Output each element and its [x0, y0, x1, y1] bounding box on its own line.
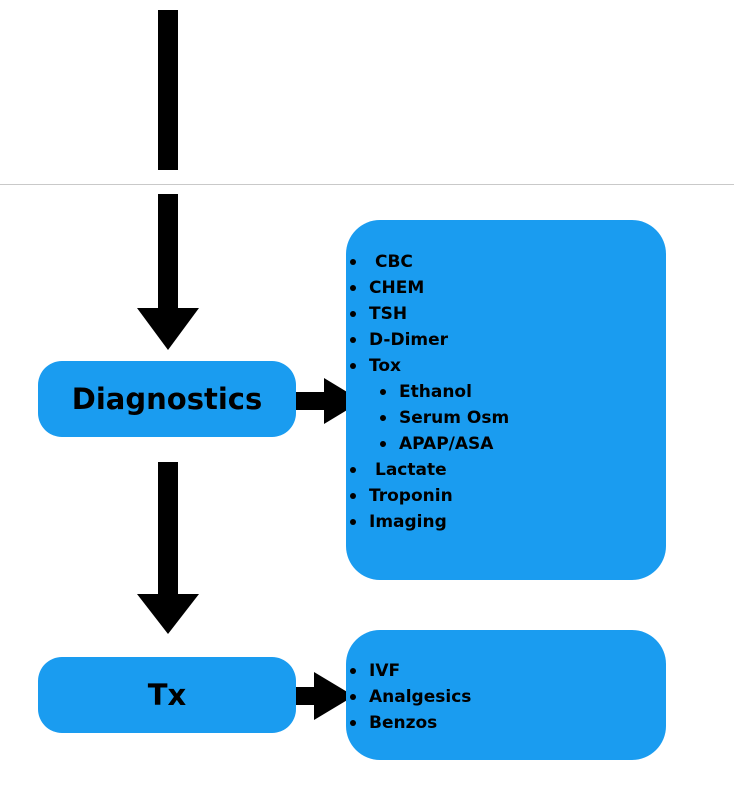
list-subitem: Ethanol [350, 379, 509, 405]
list-subitem: Serum Osm [350, 405, 509, 431]
connector-line-top [158, 10, 178, 170]
page-divider [0, 184, 734, 185]
list-item: D-Dimer [350, 327, 509, 353]
list-item: Imaging [350, 509, 509, 535]
tx-list: IVF Analgesics Benzos [350, 658, 471, 736]
list-item: Benzos [350, 710, 471, 736]
diagnostics-list: CBC CHEM TSH D-Dimer Tox Ethanol Serum O… [350, 249, 509, 535]
list-item: Analgesics [350, 684, 471, 710]
list-item: IVF [350, 658, 471, 684]
tx-node: Tx [38, 657, 296, 733]
arrow-down-to-tx [137, 462, 199, 634]
tx-list-panel: IVF Analgesics Benzos [346, 630, 666, 760]
list-item: Troponin [350, 483, 509, 509]
list-item: CHEM [350, 275, 509, 301]
arrow-down-to-diagnostics [137, 194, 199, 350]
list-item: Lactate [350, 457, 509, 483]
diagnostics-node-label: Diagnostics [71, 382, 263, 416]
list-subitem: APAP/ASA [350, 431, 509, 457]
diagnostics-list-panel: CBC CHEM TSH D-Dimer Tox Ethanol Serum O… [346, 220, 666, 580]
tx-node-label: Tx [147, 678, 187, 712]
arrow-right-to-diagnostics-panel [292, 378, 362, 424]
list-item: CBC [350, 249, 509, 275]
list-item: TSH [350, 301, 509, 327]
diagnostics-node: Diagnostics [38, 361, 296, 437]
list-item: Tox [350, 353, 509, 379]
